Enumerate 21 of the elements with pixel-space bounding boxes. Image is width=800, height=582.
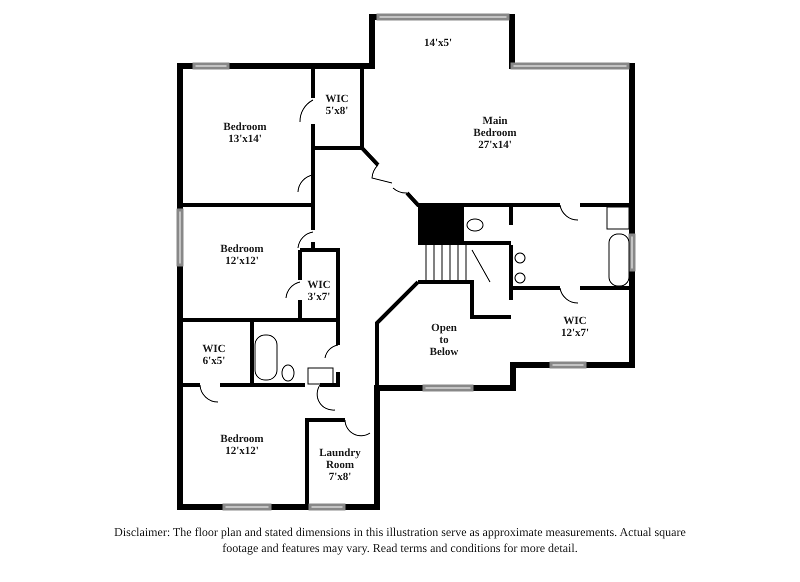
room-name: Bedroom	[223, 121, 267, 133]
room-dimensions: 12'x12'	[224, 255, 260, 267]
room-name: Bedroom	[220, 433, 264, 445]
room-name: Main Bedroom	[472, 115, 518, 139]
room-dimensions: 13'x14'	[227, 133, 263, 145]
room-dimensions: 5'x8'	[325, 105, 349, 117]
room-name: WIC	[325, 93, 349, 105]
room-name: WIC	[307, 279, 331, 291]
room-name: WIC	[562, 315, 588, 327]
room-dimensions: 7'x8'	[328, 471, 352, 483]
room-dimensions: 12'x7'	[560, 327, 590, 339]
room-name: 14'x5'	[424, 37, 452, 49]
room-name: WIC	[202, 343, 226, 355]
room-dimensions: 3'x7'	[307, 291, 331, 303]
room-name: Open to Below	[429, 322, 459, 358]
room-name: Bedroom	[220, 243, 264, 255]
room-dimensions: 12'x12'	[224, 445, 260, 457]
room-dimensions: 27'x14'	[477, 139, 513, 151]
room-dimensions: 6'x5'	[202, 355, 226, 367]
disclaimer-caption: Disclaimer: The floor plan and stated dimensions in this illustration serve as approximate measurements. Actual square footage and features may vary. Read terms and conditions for more detail.	[113, 524, 687, 556]
room-name: Laundry Room	[318, 447, 362, 471]
